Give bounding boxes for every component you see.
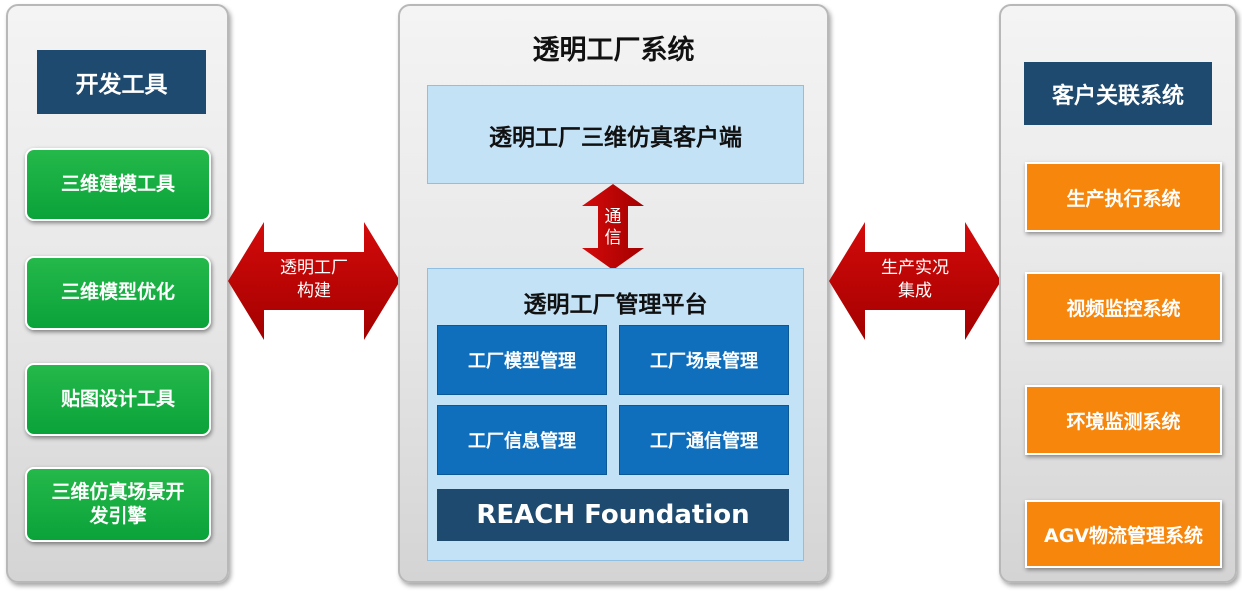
tool-3d-scene-engine: 三维仿真场景开 发引擎 [25, 467, 211, 542]
module-factory-info: 工厂信息管理 [437, 405, 607, 475]
reach-foundation: REACH Foundation [437, 489, 789, 541]
right-arrow-label-line2: 集成 [898, 280, 932, 301]
communication-arrow-label-line1: 通 [604, 207, 622, 227]
system-video-monitoring: 视频监控系统 [1025, 272, 1222, 342]
left-panel-header: 开发工具 [37, 50, 206, 114]
communication-arrow-label-line2: 信 [604, 228, 622, 249]
module-factory-scene: 工厂场景管理 [619, 325, 789, 395]
communication-arrow-label: 通 信 [600, 207, 626, 250]
center-panel-title: 透明工厂系统 [532, 35, 695, 66]
management-platform-title: 透明工厂管理平台 [523, 292, 708, 318]
module-factory-comm: 工厂通信管理 [619, 405, 789, 475]
communication-arrow [582, 184, 644, 270]
left-double-arrow [228, 222, 400, 340]
client-box-label: 透明工厂三维仿真客户端 [489, 124, 742, 151]
tool-3d-scene-engine-line1: 三维仿真场景开 [51, 480, 185, 503]
right-arrow-label-line1: 生产实况 [881, 258, 949, 278]
left-arrow-label: 透明工厂 构建 [262, 257, 366, 303]
tool-texture-design: 贴图设计工具 [25, 363, 211, 436]
right-arrow-label: 生产实况 集成 [863, 257, 967, 303]
left-arrow-label-line1: 透明工厂 [280, 258, 348, 278]
tool-3d-scene-engine-line2: 发引擎 [89, 504, 147, 527]
system-mes: 生产执行系统 [1025, 162, 1222, 232]
left-arrow-label-line2: 构建 [297, 280, 331, 301]
right-panel-header: 客户关联系统 [1024, 62, 1212, 125]
system-environment-monitoring: 环境监测系统 [1025, 385, 1222, 455]
client-box: 透明工厂三维仿真客户端 [427, 85, 804, 184]
tool-3d-modeling: 三维建模工具 [25, 148, 211, 221]
system-agv-logistics: AGV物流管理系统 [1025, 500, 1222, 568]
module-factory-model: 工厂模型管理 [437, 325, 607, 395]
right-double-arrow [829, 222, 1001, 340]
tool-3d-model-optimization: 三维模型优化 [25, 256, 211, 330]
